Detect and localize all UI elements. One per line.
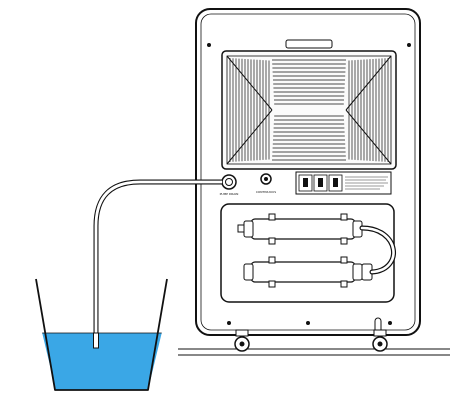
screw-icon xyxy=(306,321,310,325)
bucket-icon xyxy=(35,278,168,391)
screw-icon xyxy=(207,43,211,47)
air-intake-grille xyxy=(221,50,397,170)
screw-icon xyxy=(407,43,411,47)
caster-wheel-icon xyxy=(234,329,250,352)
drain-hose xyxy=(93,179,222,348)
caster-wheel-icon xyxy=(372,317,388,352)
pump-drain-label: PUMP DRAIN xyxy=(220,192,239,196)
continuous-drain-port-icon xyxy=(260,173,272,185)
water-icon xyxy=(42,333,162,390)
pump-drain-port-icon xyxy=(221,174,237,190)
lower-filter-rail xyxy=(243,256,373,288)
screw-icon xyxy=(227,321,231,325)
continuous-drain-label: CONTINUOUS xyxy=(256,190,276,194)
screw-icon xyxy=(388,321,392,325)
hose-end xyxy=(93,332,99,349)
warning-label xyxy=(295,171,392,195)
upper-filter-rail xyxy=(237,213,363,245)
floor-rails xyxy=(178,348,450,356)
